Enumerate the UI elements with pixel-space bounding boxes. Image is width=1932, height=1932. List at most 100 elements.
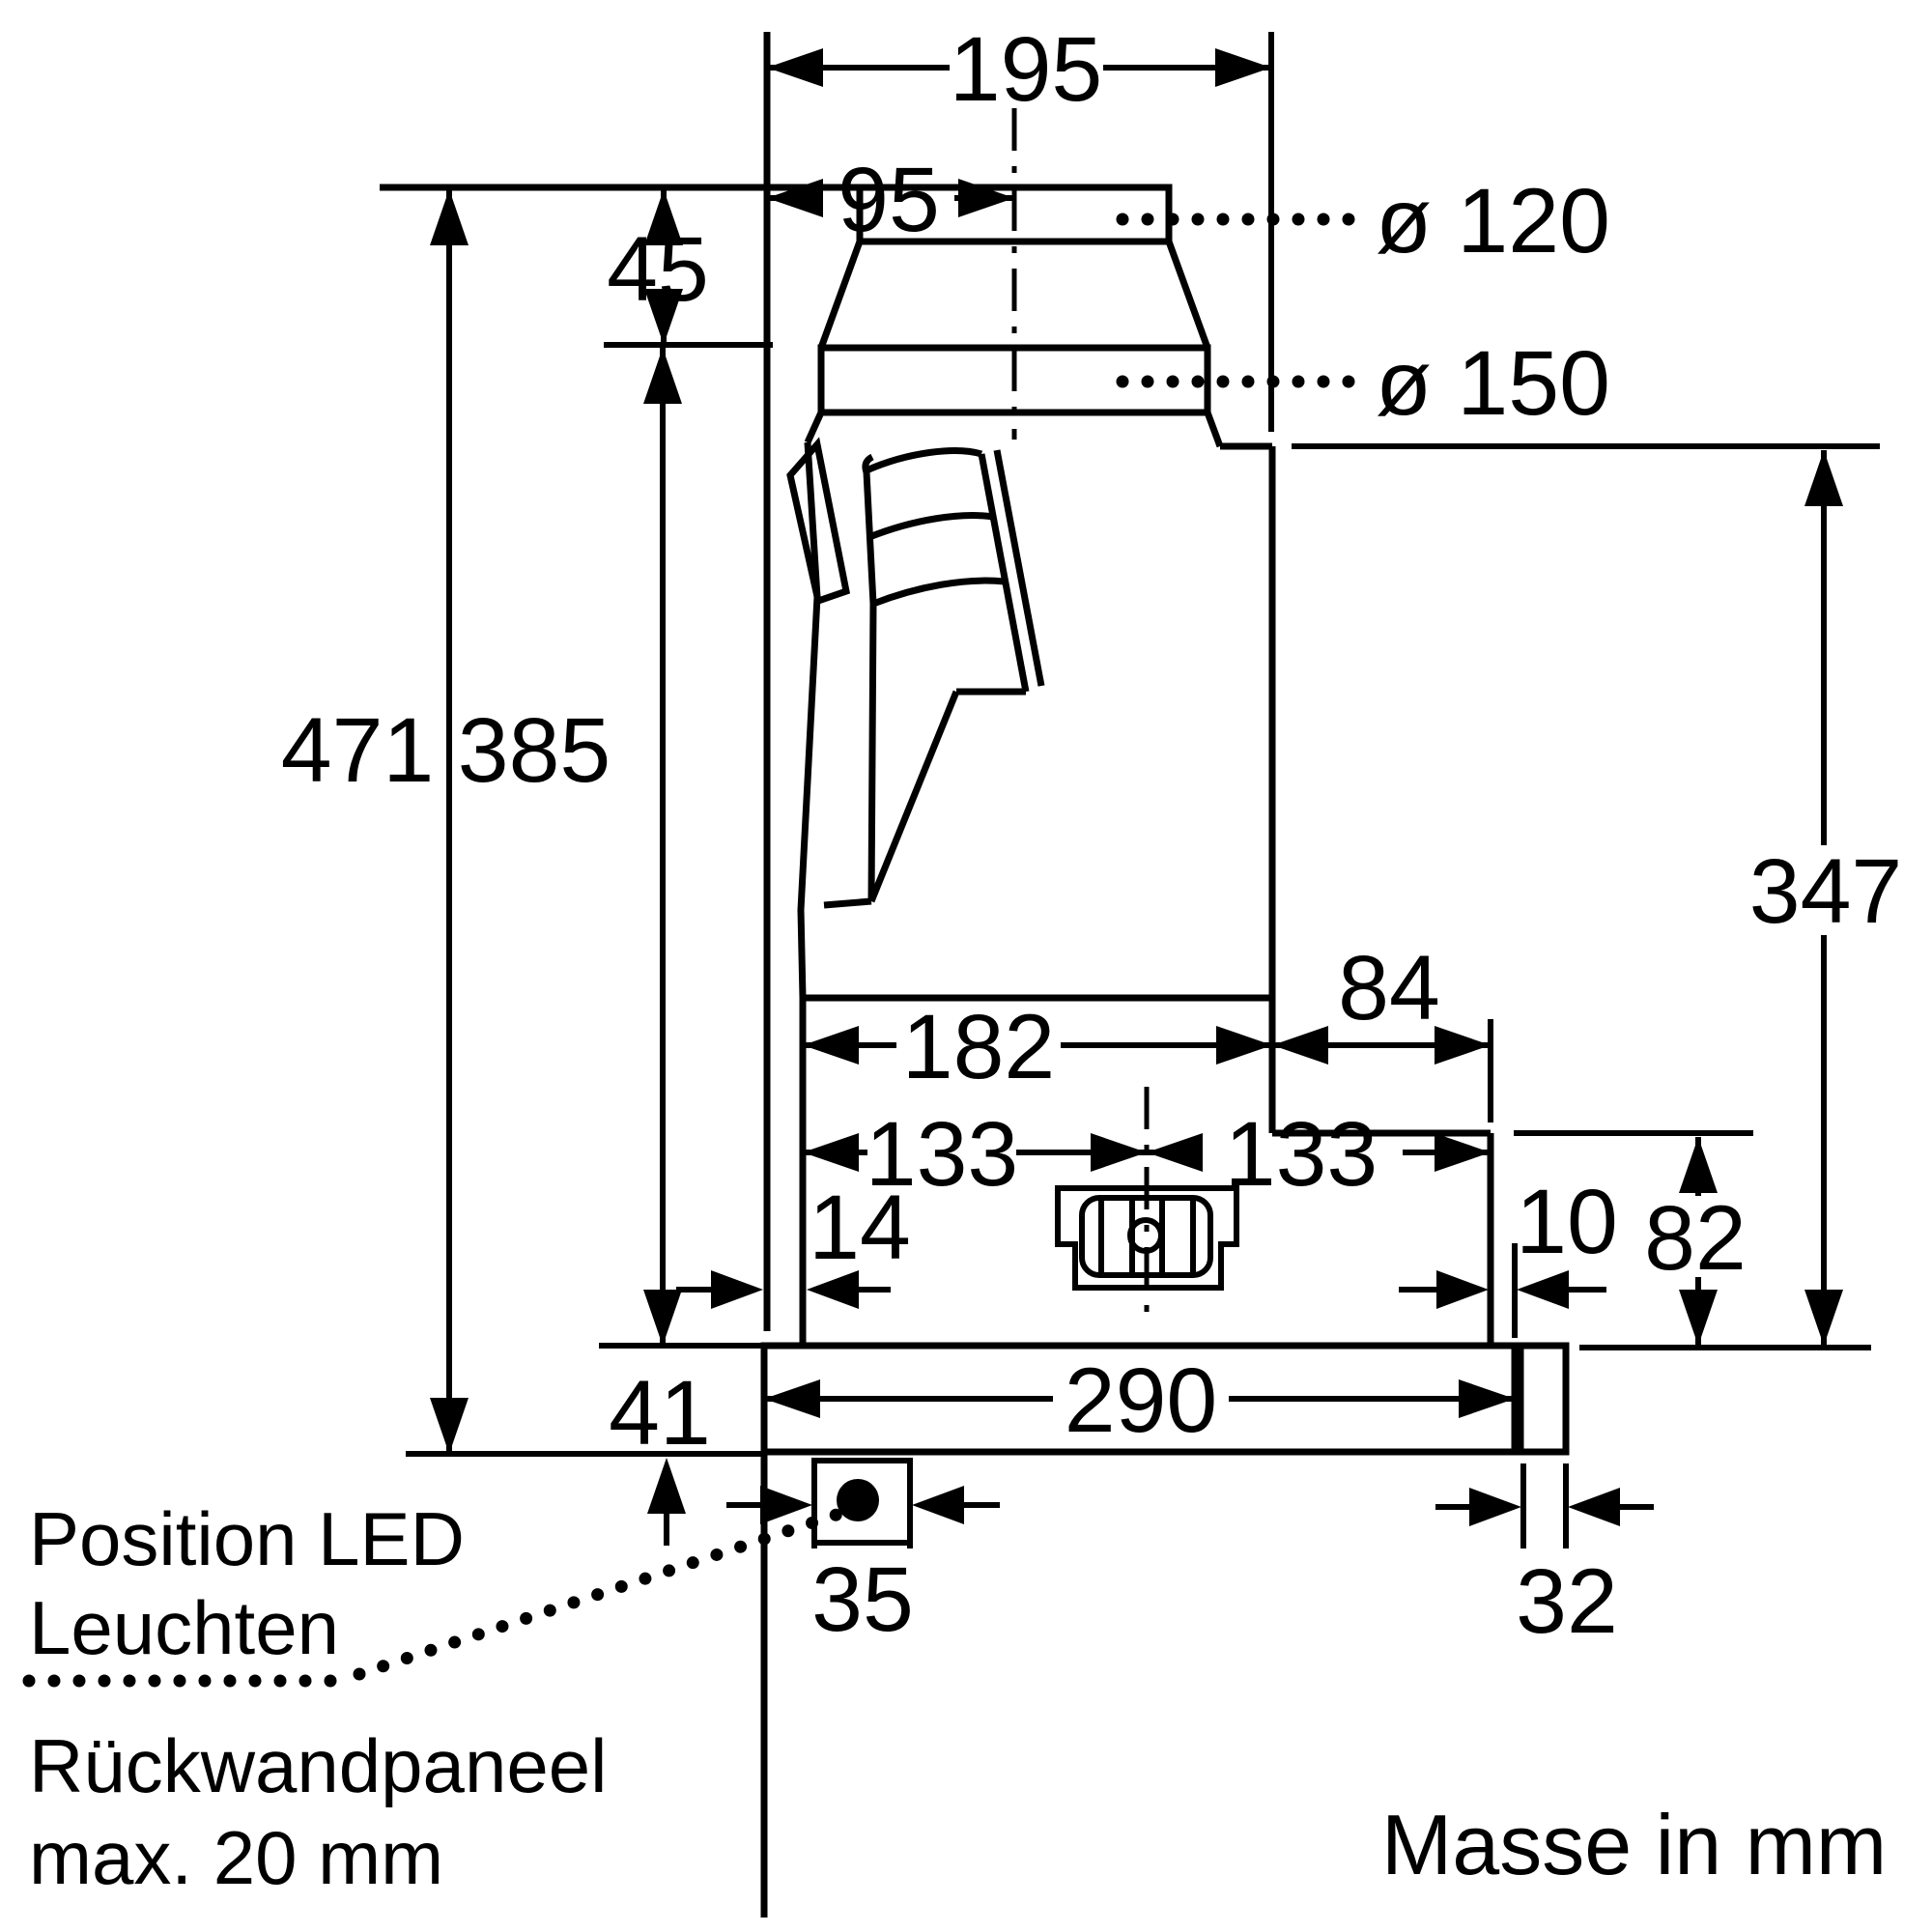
dim-14: 14 <box>676 1177 911 1309</box>
arrow-left <box>803 1133 859 1172</box>
led-leader-diagonal <box>353 1506 849 1681</box>
arrow-down <box>643 1290 682 1346</box>
dim-120-label: ø 120 <box>1376 170 1610 272</box>
dim-95-label: 95 <box>838 149 940 251</box>
arrow-right <box>1091 1133 1147 1172</box>
note-led-line1: Position LED <box>29 1496 465 1581</box>
arrow-left <box>767 179 823 217</box>
arrow-left <box>1568 1488 1620 1526</box>
flap-frame-inner <box>993 449 1045 687</box>
dim-diameter-120: ø 120 <box>1116 170 1610 272</box>
arrow-up <box>430 189 469 245</box>
visor-end-cap <box>1517 1342 1570 1456</box>
note-led-line2: Leuchten <box>29 1585 339 1670</box>
led-leader <box>22 1506 849 1688</box>
flap-vane-3 <box>871 577 1006 608</box>
arrow-left <box>1272 1026 1328 1065</box>
body-back-edge <box>797 441 821 999</box>
cone-left-edge <box>817 240 864 350</box>
dim-95: 95 <box>767 149 1014 251</box>
dim-35-label: 35 <box>811 1548 914 1651</box>
dim-84: 84 <box>1272 937 1491 1065</box>
dim-82-label: 82 <box>1644 1187 1747 1290</box>
dim-195-label: 195 <box>950 18 1103 121</box>
annotations: Position LED Leuchten Rückwandpaneel max… <box>29 1496 1887 1900</box>
dim-471-label: 471 <box>281 699 435 802</box>
dim-182-label: 182 <box>902 996 1056 1098</box>
arrow-left <box>1517 1270 1569 1309</box>
arrow-right <box>1215 48 1271 87</box>
extension-lines <box>406 32 1880 1548</box>
dim-82: 82 <box>1644 1137 1747 1346</box>
flap-hinge-edge <box>862 453 877 605</box>
duct-adapter <box>380 184 1224 448</box>
arrow-right <box>1459 1379 1515 1418</box>
arrow-right <box>1435 1133 1491 1172</box>
dim-195: 195 <box>767 18 1271 121</box>
flap-lower-left-edge <box>867 603 877 902</box>
arrow-left <box>803 1026 859 1065</box>
dim-150-label: ø 150 <box>1376 332 1610 435</box>
dim-45-label: 45 <box>607 218 709 321</box>
flap-bracket <box>786 437 851 606</box>
arrow-right <box>1435 1026 1491 1065</box>
dim-133-left-label: 133 <box>866 1103 1019 1206</box>
arrow-down <box>644 289 683 345</box>
dim-385-label: 385 <box>458 699 611 802</box>
dim-133-right: 133 <box>1147 1103 1491 1206</box>
flap-vane-2 <box>867 512 994 541</box>
dim-84-label: 84 <box>1338 937 1440 1039</box>
dim-diameter-150: ø 150 <box>1116 332 1610 435</box>
arrow-left <box>807 1270 859 1309</box>
dim-471: 471 <box>281 189 469 1454</box>
cone-right-edge <box>1165 240 1211 350</box>
note-panel-line1: Rückwandpaneel <box>29 1723 607 1808</box>
arrow-up <box>644 189 683 245</box>
dim-347-label: 347 <box>1749 840 1903 943</box>
dim-385: 385 <box>458 348 682 1346</box>
arrow-left <box>912 1486 964 1524</box>
arrow-right <box>1216 1026 1272 1065</box>
flap-frame-outer <box>978 453 1030 693</box>
arrow-right <box>1436 1270 1489 1309</box>
arrow-down <box>430 1398 469 1454</box>
dim-32-label: 32 <box>1516 1550 1618 1653</box>
dim-41: 41 <box>609 1362 711 1546</box>
dim-14-label: 14 <box>809 1177 911 1279</box>
arrow-up <box>1679 1137 1718 1193</box>
flap-lower-diagonal <box>867 690 960 903</box>
arrow-down <box>1804 1290 1843 1346</box>
dim-32: 32 <box>1435 1488 1654 1653</box>
arrow-right <box>760 1486 812 1524</box>
dim-10-label: 10 <box>1516 1171 1618 1273</box>
collar-left-chamfer <box>804 411 825 444</box>
dim-290-label: 290 <box>1065 1350 1218 1452</box>
arrow-left <box>764 1379 820 1418</box>
arrow-up <box>647 1458 686 1514</box>
connector-outer <box>1055 1185 1239 1291</box>
arrow-right <box>711 1270 763 1309</box>
arrow-right <box>958 179 1014 217</box>
units-note: Masse in mm <box>1381 1797 1887 1892</box>
arrow-up <box>643 348 682 404</box>
arrow-down <box>1679 1290 1718 1346</box>
flap-vane-1 <box>865 447 983 474</box>
dim-347: 347 <box>1749 450 1903 1346</box>
dim-133-right-label: 133 <box>1225 1103 1378 1206</box>
dim-182: 182 <box>803 996 1272 1098</box>
dim-41-label: 41 <box>609 1362 711 1464</box>
arrow-left <box>1147 1133 1203 1172</box>
dim-45: 45 <box>607 189 709 345</box>
flap-lower-bottom-edge <box>823 897 872 909</box>
damper-flap-assembly <box>786 437 1045 909</box>
arrow-left <box>767 48 823 87</box>
dim-290: 290 <box>764 1350 1515 1452</box>
dim-35: 35 <box>726 1486 1000 1651</box>
dim-133-left: 133 <box>803 1103 1147 1206</box>
led-dot <box>837 1479 879 1521</box>
arrow-up <box>1804 450 1843 506</box>
collar-right-chamfer <box>1204 411 1224 448</box>
note-panel-line2: max. 20 mm <box>29 1815 443 1900</box>
